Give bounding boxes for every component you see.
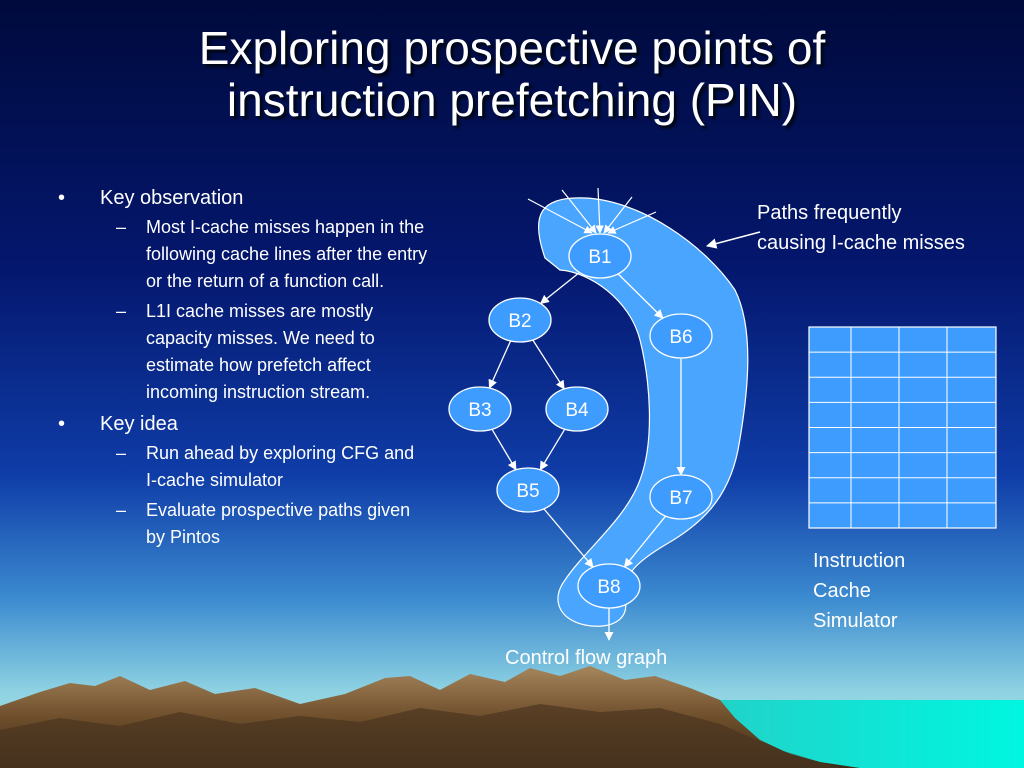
node-label: B4 [565, 400, 589, 421]
sub-bullet-marker: – [116, 217, 127, 237]
paths-caption: Paths frequently causing I-cache misses [757, 198, 965, 258]
edge-B7-B8 [623, 515, 667, 568]
node-shape [577, 563, 641, 609]
sub-bullet-marker: – [116, 500, 127, 520]
cache-caption-line-1: Instruction [813, 550, 906, 572]
node-b1: B1 [568, 233, 632, 279]
node-b3: B3 [448, 386, 512, 432]
edge-group [488, 271, 686, 641]
sub-bullet: – Run ahead by exploring CFG and I-cache… [58, 440, 428, 494]
bullet-key-idea: • Key idea [58, 412, 428, 436]
node-b2: B2 [488, 297, 552, 343]
slide-title: Exploring prospective points of instruct… [40, 22, 984, 126]
node-shape [649, 313, 713, 359]
sub-bullet-text: Run ahead by exploring CFG and I-cache s… [146, 443, 415, 490]
cache-caption-line-2: Cache [813, 580, 871, 602]
incoming-edge-2 [561, 189, 597, 234]
node-b5: B5 [496, 467, 560, 513]
node-label: B3 [468, 400, 491, 421]
cache-simulator-grid [808, 326, 997, 529]
edge-B4-B5 [539, 428, 566, 471]
incoming-edge-3 [595, 187, 604, 234]
sub-bullet: – Evaluate prospective paths given by Pi… [58, 497, 428, 551]
sub-bullet-text: Evaluate prospective paths given by Pint… [146, 500, 411, 547]
edge-B5-B8 [543, 508, 594, 568]
node-shape [496, 467, 560, 513]
node-b4: B4 [545, 386, 609, 432]
cache-caption-line-3: Simulator [813, 610, 898, 632]
incoming-edge-5 [607, 211, 657, 234]
node-shape [488, 297, 552, 343]
title-line-2: instruction prefetching (PIN) [226, 74, 798, 126]
bullet-marker: • [58, 413, 66, 435]
node-shape [545, 386, 609, 432]
sub-bullet-text: L1I cache misses are mostly capacity mis… [146, 301, 375, 402]
node-b7: B7 [649, 474, 713, 520]
paths-caption-line-1: Paths frequently [757, 202, 902, 224]
cache-caption: Instruction Cache Simulator [813, 546, 905, 636]
node-shape [448, 386, 512, 432]
bullet-text: Key idea [100, 413, 178, 435]
edge-B1-B6 [617, 273, 664, 319]
node-label: B5 [516, 481, 539, 502]
node-b6: B6 [649, 313, 713, 359]
paths-caption-line-2: causing I-cache misses [757, 232, 965, 254]
bullet-marker: • [58, 187, 66, 209]
sub-bullet: – L1I cache misses are mostly capacity m… [58, 298, 428, 406]
sub-bullet: – Most I-cache misses happen in the foll… [58, 214, 428, 295]
sub-bullet-marker: – [116, 301, 127, 321]
incoming-edges [527, 187, 657, 234]
paths-pointer-arrow [705, 231, 761, 249]
node-shape [649, 474, 713, 520]
sub-bullet-text: Most I-cache misses happen in the follow… [146, 217, 428, 291]
node-b8: B8 [577, 563, 641, 609]
bullet-list: • Key observation – Most I-cache misses … [58, 186, 428, 554]
title-line-1: Exploring prospective points of [198, 22, 826, 74]
incoming-edge-1 [527, 198, 593, 234]
sub-bullet-marker: – [116, 443, 127, 463]
node-shape [568, 233, 632, 279]
edge-B1-B2 [539, 271, 580, 305]
edge-B3-B5 [491, 428, 517, 471]
node-label: B8 [597, 577, 620, 598]
bullet-text: Key observation [100, 187, 244, 209]
edge-B2-B4 [532, 339, 565, 390]
node-label: B7 [669, 488, 692, 509]
node-label: B2 [508, 311, 531, 332]
node-label: B1 [588, 247, 611, 268]
node-label: B6 [669, 327, 692, 348]
edge-B2-B3 [488, 340, 512, 389]
cfg-caption: Control flow graph [505, 647, 668, 669]
bullet-key-observation: • Key observation [58, 186, 428, 210]
